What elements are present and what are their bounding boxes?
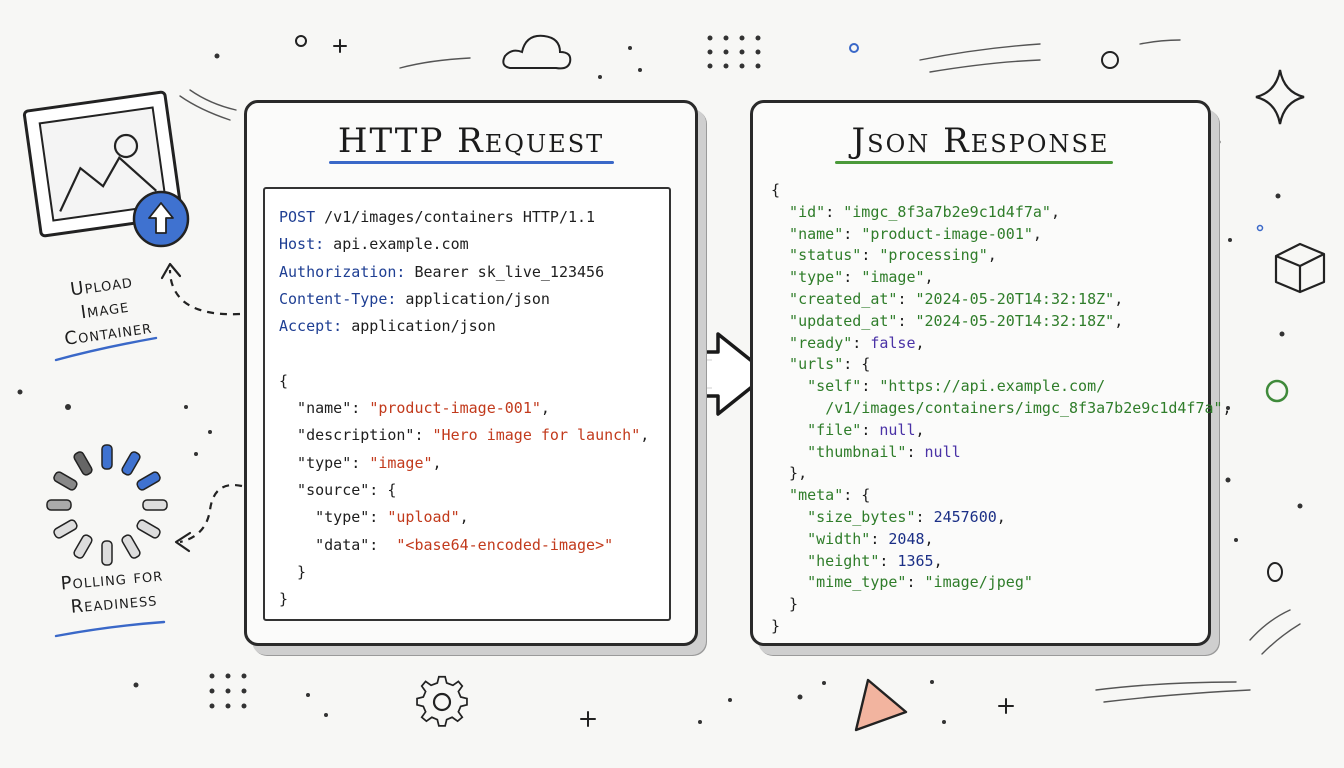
json-response-title: Json Response xyxy=(851,121,1110,161)
http-method: POST xyxy=(279,208,316,226)
json-value: "upload" xyxy=(387,508,460,527)
plus-icon xyxy=(998,698,1014,714)
json-value: 2457600 xyxy=(933,507,997,526)
sparkle-icon xyxy=(1255,69,1305,125)
plus-icon xyxy=(580,711,596,727)
json-value: "processing" xyxy=(879,246,988,265)
response-code: { "id": "imgc_8f3a7b2e9c1d4f7a", "name":… xyxy=(771,181,1232,635)
json-value: 2048 xyxy=(888,529,925,548)
spinner-icon xyxy=(46,444,168,566)
plus-icon xyxy=(333,39,347,53)
header-key: Authorization: xyxy=(279,262,406,281)
json-value: "image" xyxy=(861,268,925,287)
ring-icon-blue xyxy=(849,43,859,53)
json-value: 1365 xyxy=(897,551,934,570)
header-key: Host: xyxy=(279,235,325,254)
json-value: /v1/images/containers/imgc_8f3a7b2e9c1d4… xyxy=(825,398,1223,417)
request-code: POST /v1/images/containers HTTP/1.1 Host… xyxy=(279,208,650,609)
image-upload-icon xyxy=(22,90,190,248)
cloud-icon xyxy=(502,34,572,70)
request-path: /v1/images/containers HTTP/1.1 xyxy=(315,208,596,226)
json-value: "<base64-encoded-image>" xyxy=(396,535,614,554)
json-value: "image" xyxy=(369,453,433,472)
json-value: "2024-05-20T14:32:18Z" xyxy=(915,311,1115,330)
header-key: Content-Type: xyxy=(279,289,397,308)
json-value: "Hero image for launch" xyxy=(432,426,641,445)
json-value: "https://api.example.com/ xyxy=(879,377,1106,396)
gear-icon xyxy=(416,675,468,727)
ring-icon xyxy=(1267,562,1283,582)
http-request-title: HTTP Request xyxy=(337,121,605,161)
header-value: application/json xyxy=(396,289,550,308)
json-value: "product-image-001" xyxy=(861,224,1033,243)
json-value: null xyxy=(924,442,961,461)
request-code-box: POST /v1/images/containers HTTP/1.1 Host… xyxy=(263,187,671,621)
upload-arrow xyxy=(168,269,241,316)
header-key: Accept: xyxy=(279,317,343,336)
title-underline xyxy=(835,161,1113,164)
json-value: "product-image-001" xyxy=(369,399,541,418)
triangle-icon xyxy=(854,678,908,732)
cube-icon xyxy=(1274,242,1326,294)
ring-icon xyxy=(295,35,307,47)
json-value: null xyxy=(879,420,916,439)
header-value: api.example.com xyxy=(324,235,469,254)
ring-icon xyxy=(1101,51,1119,69)
json-value: "2024-05-20T14:32:18Z" xyxy=(915,289,1115,308)
header-value: Bearer sk_live_123456 xyxy=(405,262,605,281)
json-response-panel: Json Response { "id": "imgc_8f3a7b2e9c1d… xyxy=(750,100,1232,646)
http-request-panel: HTTP Request POST /v1/images/containers … xyxy=(244,100,698,646)
header-value: application/json xyxy=(342,317,496,336)
title-underline xyxy=(329,161,614,164)
json-value: false xyxy=(870,333,916,352)
json-value: "image/jpeg" xyxy=(924,573,1033,592)
ring-icon-green xyxy=(1265,379,1289,403)
json-value: "imgc_8f3a7b2e9c1d4f7a" xyxy=(843,202,1051,221)
polling-arrow xyxy=(179,483,243,544)
